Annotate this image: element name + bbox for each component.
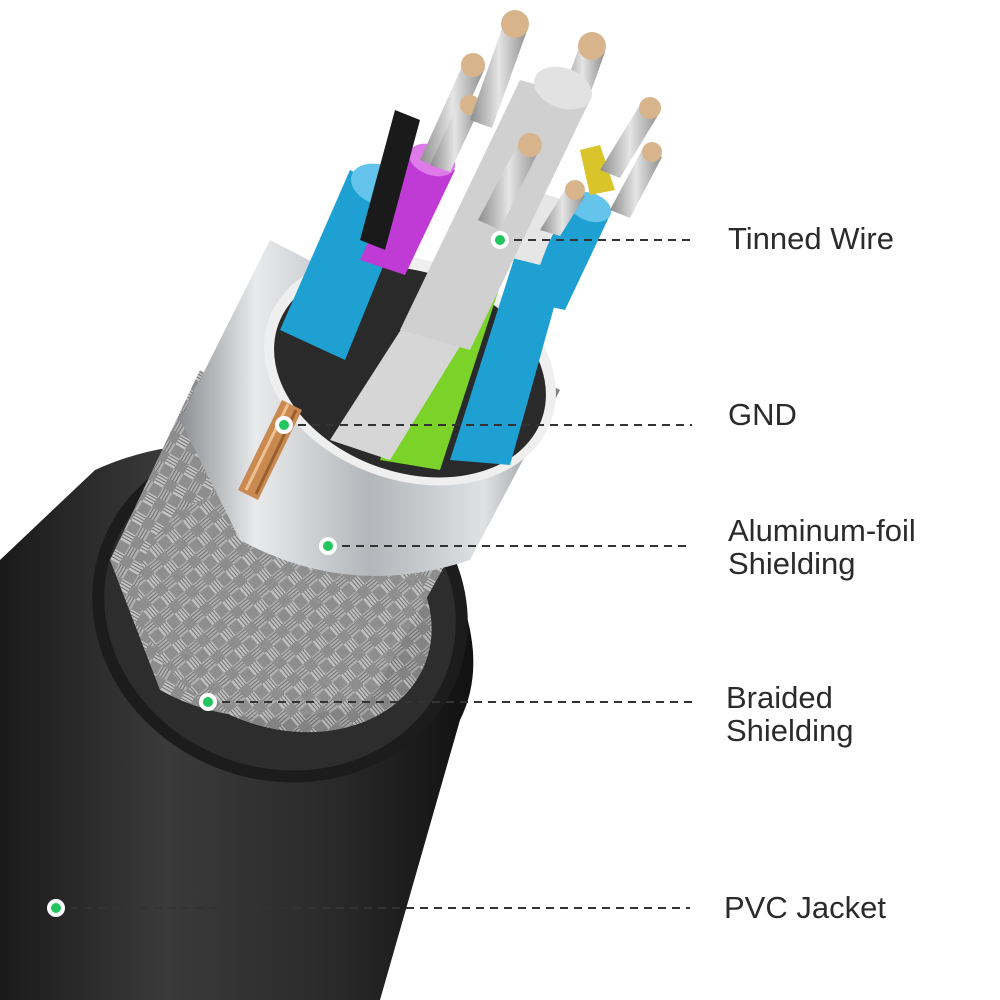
label-pvc-jacket: PVC Jacket bbox=[724, 890, 886, 925]
leader-lines bbox=[56, 239, 692, 909]
marker-dots bbox=[47, 231, 509, 917]
label-tinned-wire: Tinned Wire bbox=[728, 221, 894, 256]
tinned-wire-strands bbox=[420, 10, 662, 236]
label-aluminum-foil-shielding: Aluminum-foil Shielding bbox=[728, 513, 916, 581]
label-braided-shielding: Braided Shielding bbox=[726, 680, 854, 748]
label-gnd: GND bbox=[728, 397, 797, 432]
inner-wires bbox=[280, 80, 615, 470]
